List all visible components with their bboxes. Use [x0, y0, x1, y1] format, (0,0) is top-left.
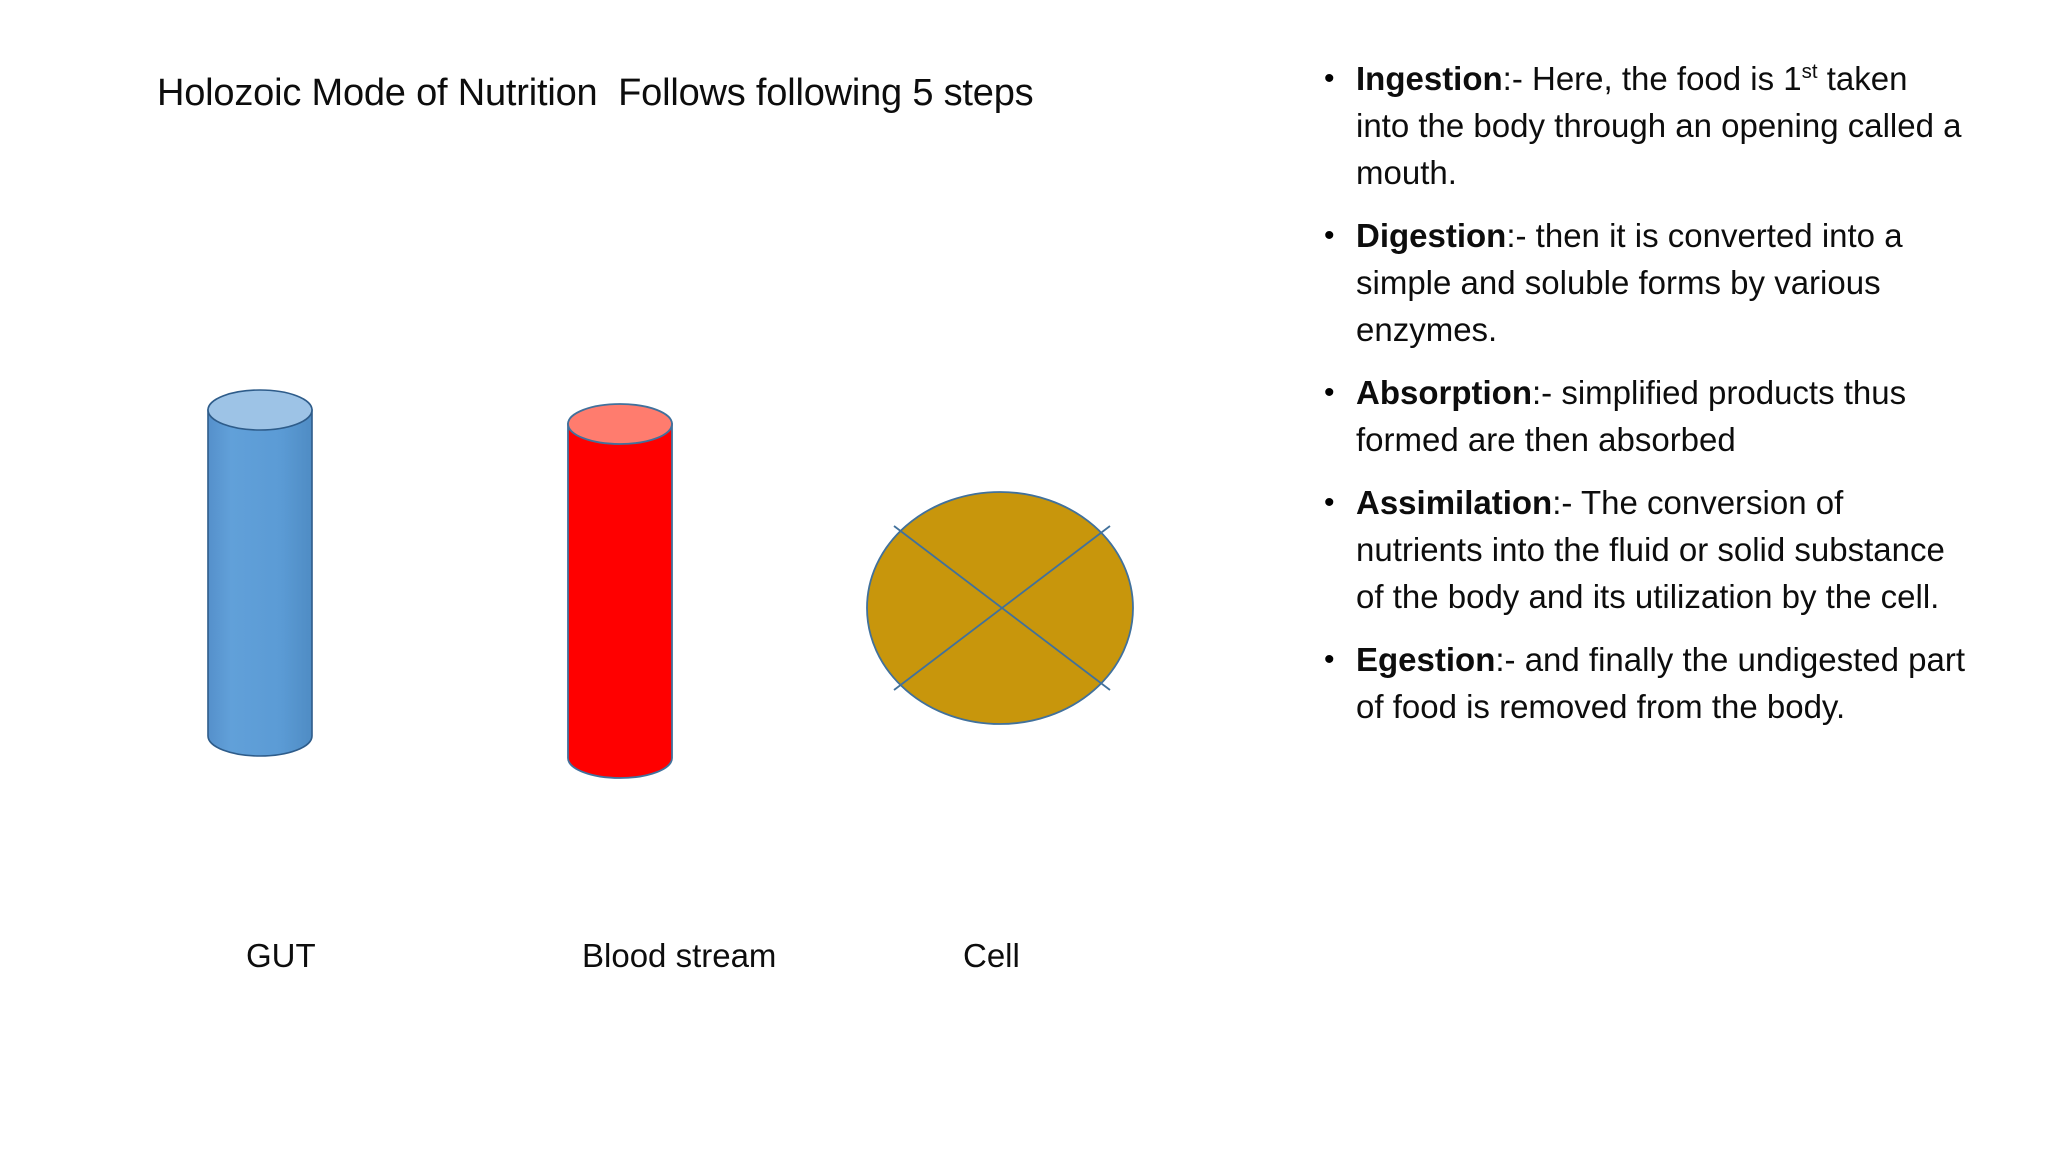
bullet-term: Ingestion: [1356, 60, 1503, 97]
gut-cylinder-top: [207, 389, 313, 431]
bullet-separator: :-: [1552, 484, 1581, 521]
blood-cylinder-body: [567, 423, 673, 779]
bullet-body: and finally the undigested part of food …: [1356, 641, 1965, 725]
bullet-body: The conversion of nutrients into the flu…: [1356, 484, 1945, 615]
bullet-separator: :-: [1502, 60, 1532, 97]
cell-divider-line-2: [893, 525, 1111, 691]
bullet-body-pre-sup: Here, the food is 1: [1532, 60, 1802, 97]
cell-ellipse-shape[interactable]: [858, 484, 1142, 732]
bullet-text: Absorption:- simplified products thus fo…: [1356, 369, 1968, 463]
bullet-term: Egestion: [1356, 641, 1496, 678]
list-item: • Assimilation:- The conversion of nutri…: [1318, 479, 1968, 620]
bullet-marker-icon: •: [1324, 643, 1335, 676]
bullet-separator: :-: [1495, 641, 1525, 678]
cell-ellipse-body: [866, 491, 1134, 725]
bullet-text: Assimilation:- The conversion of nutrien…: [1356, 479, 1968, 620]
page-title: Holozoic Mode of Nutrition Follows follo…: [157, 72, 1034, 114]
shape-label-blood-stream: Blood stream: [582, 937, 777, 974]
list-item: • Egestion:- and finally the undigested …: [1318, 636, 1968, 730]
bullet-text: Ingestion:- Here, the food is 1st taken …: [1356, 55, 1968, 196]
bullet-body-post-sup: taken into the body through an opening c…: [1356, 60, 1962, 191]
list-item: • Ingestion:- Here, the food is 1st take…: [1318, 55, 1968, 196]
blood-cylinder-shape[interactable]: [560, 400, 680, 790]
bullet-body: simplified products thus formed are then…: [1356, 374, 1907, 458]
blood-cylinder-top: [567, 403, 673, 445]
shape-label-gut: GUT: [246, 937, 316, 974]
bullet-term: Digestion: [1356, 217, 1507, 254]
bullet-body: then it is converted into a simple and s…: [1356, 217, 1903, 348]
bullet-term: Assimilation: [1356, 484, 1553, 521]
bullet-marker-icon: •: [1324, 486, 1335, 519]
bullet-text: Egestion:- and finally the undigested pa…: [1356, 636, 1968, 730]
bullet-term: Absorption: [1356, 374, 1532, 411]
bullet-marker-icon: •: [1324, 219, 1335, 252]
bullet-separator: :-: [1531, 374, 1562, 411]
bullet-text: Digestion:- then it is converted into a …: [1356, 212, 1968, 353]
gut-cylinder-body: [207, 409, 313, 757]
list-item: • Absorption:- simplified products thus …: [1318, 369, 1968, 463]
shape-label-cell: Cell: [963, 937, 1020, 974]
nutrition-diagram: GUT Blood stream Cell: [200, 388, 1142, 974]
bullet-separator: :-: [1506, 217, 1536, 254]
bullet-superscript: st: [1801, 60, 1818, 83]
steps-bullet-list: • Ingestion:- Here, the food is 1st take…: [1318, 55, 1968, 746]
bullet-marker-icon: •: [1324, 376, 1335, 409]
gut-cylinder-shape[interactable]: [200, 388, 320, 768]
list-item: • Digestion:- then it is converted into …: [1318, 212, 1968, 353]
bullet-marker-icon: •: [1324, 62, 1335, 95]
